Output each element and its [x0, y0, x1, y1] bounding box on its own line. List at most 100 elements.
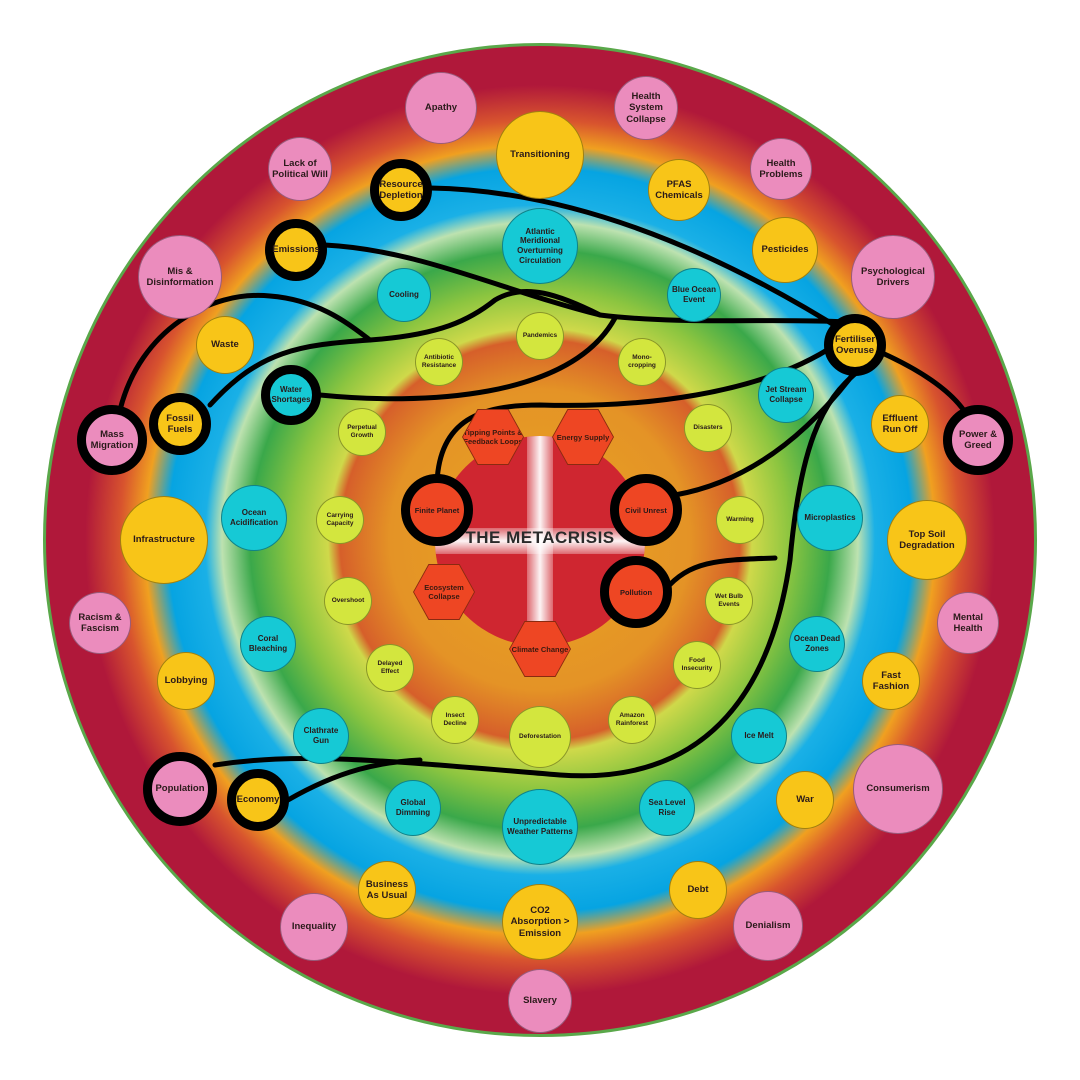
hex-label: Energy Supply — [556, 432, 610, 442]
node-label: Fossil Fuels — [166, 412, 194, 435]
node-population: Population — [143, 752, 217, 826]
node-mis-disinformation: Mis & Disinformation — [138, 235, 222, 319]
node-effluent-run-off: Effluent Run Off — [871, 395, 929, 453]
node-civil-unrest: Civil Unrest — [610, 474, 682, 546]
node-microplastics: Microplastics — [797, 485, 863, 551]
node-mental-health: Mental Health — [937, 592, 999, 654]
node-label: Wet Bulb Events — [714, 593, 744, 608]
node-lack-of-political-will: Lack of Political Will — [268, 137, 332, 201]
node-fertiliser-overuse: Fertiliser Overuse — [824, 314, 886, 376]
node-label: Apathy — [424, 102, 458, 114]
node-unpredictable-weather-patterns: Unpredictable Weather Patterns — [502, 789, 578, 865]
node-label: Psychological Drivers — [861, 265, 925, 288]
hex-tipping-points-feedback-loops: Tipping Points & Feedback Loops — [463, 410, 523, 464]
node-consumerism: Consumerism — [853, 744, 943, 834]
node-label: Ocean Dead Zones — [793, 634, 841, 653]
node-label: Disasters — [693, 424, 723, 432]
node-antibiotic-resistance: Antibiotic Resistance — [415, 338, 463, 386]
hex-climate-change: Climate Change — [510, 622, 570, 676]
node-label: Global Dimming — [395, 798, 431, 817]
node-label: Atlantic Meridional Overturning Circulat… — [517, 226, 563, 265]
node-ice-melt: Ice Melt — [731, 708, 787, 764]
node-deforestation: Deforestation — [509, 706, 571, 768]
node-label: Economy — [236, 794, 280, 806]
node-debt: Debt — [669, 861, 727, 919]
node-label: Cooling — [389, 290, 419, 300]
node-label: Top Soil Degradation — [899, 528, 955, 551]
node-label: Deforestation — [519, 733, 561, 741]
node-psychological-drivers: Psychological Drivers — [851, 235, 935, 319]
node-resource-depletion: Resource Depletion — [370, 159, 432, 221]
node-infrastructure: Infrastructure — [120, 496, 208, 584]
diagram-title: THE METACRISIS — [465, 528, 615, 547]
node-label: Perpetual Growth — [347, 424, 377, 439]
node-label: CO2 Absorption > Emission — [510, 904, 570, 939]
node-pfas-chemicals: PFAS Chemicals — [648, 159, 710, 221]
node-fossil-fuels: Fossil Fuels — [149, 393, 211, 455]
node-label: Amazon Rainforest — [615, 712, 649, 727]
node-label: Ice Melt — [744, 731, 774, 741]
node-lobbying: Lobbying — [157, 652, 215, 710]
node-label: Pandemics — [522, 332, 558, 340]
node-pandemics: Pandemics — [516, 312, 564, 360]
node-label: Waste — [211, 339, 239, 351]
node-amazon-rainforest: Amazon Rainforest — [608, 696, 656, 744]
node-power-greed: Power & Greed — [943, 405, 1013, 475]
node-denialism: Denialism — [733, 891, 803, 961]
node-label: Finite Planet — [414, 505, 460, 515]
node-co2-absorption-emission: CO2 Absorption > Emission — [502, 884, 578, 960]
node-label: Fast Fashion — [872, 669, 910, 692]
node-label: Blue Ocean Event — [671, 285, 716, 304]
node-label: Lack of Political Will — [272, 157, 328, 180]
node-coral-bleaching: Coral Bleaching — [240, 616, 296, 672]
node-label: Consumerism — [866, 783, 930, 795]
node-carrying-capacity: Carrying Capacity — [316, 496, 364, 544]
node-label: Mis & Disinformation — [146, 265, 214, 288]
node-jet-stream-collapse: Jet Stream Collapse — [758, 367, 814, 423]
hex-label: Ecosystem Collapse — [424, 583, 464, 601]
node-label: Unpredictable Weather Patterns — [507, 817, 573, 836]
node-label: Microplastics — [804, 513, 856, 523]
connection-line — [285, 757, 423, 803]
node-label: Water Shortages — [271, 385, 311, 404]
connection-line — [117, 292, 373, 413]
node-perpetual-growth: Perpetual Growth — [338, 408, 386, 456]
node-clathrate-gun: Clathrate Gun — [293, 708, 349, 764]
node-emissions: Emissions — [265, 219, 327, 281]
hex-label: Climate Change — [511, 644, 569, 654]
node-top-soil-degradation: Top Soil Degradation — [887, 500, 967, 580]
node-health-system-collapse: Health System Collapse — [614, 76, 678, 140]
hex-energy-supply: Energy Supply — [553, 410, 613, 464]
node-mass-migration: Mass Migration — [77, 405, 147, 475]
hex-label: Tipping Points & Feedback Loops — [463, 428, 523, 446]
node-label: Debt — [687, 884, 709, 896]
node-label: Resource Depletion — [379, 178, 423, 201]
node-apathy: Apathy — [405, 72, 477, 144]
node-label: Emissions — [272, 244, 320, 256]
node-label: Power & Greed — [958, 428, 997, 451]
node-racism-fascism: Racism & Fascism — [69, 592, 131, 654]
node-label: Sea Level Rise — [648, 798, 686, 817]
node-label: Slavery — [523, 995, 557, 1007]
node-label: Mental Health — [952, 611, 984, 634]
node-waste: Waste — [196, 316, 254, 374]
connection-line — [212, 367, 863, 779]
node-label: Fertiliser Overuse — [834, 333, 876, 356]
node-label: Lobbying — [164, 675, 208, 687]
node-label: Infrastructure — [133, 534, 195, 546]
node-label: Insect Decline — [443, 712, 467, 727]
node-label: Antibiotic Resistance — [421, 354, 457, 369]
node-label: Clathrate Gun — [303, 726, 339, 745]
node-label: Carrying Capacity — [326, 512, 354, 527]
node-delayed-effect: Delayed Effect — [366, 644, 414, 692]
node-health-problems: Health Problems — [750, 138, 812, 200]
connection-line — [207, 289, 603, 408]
node-economy: Economy — [227, 769, 289, 831]
node-label: Effluent Run Off — [882, 412, 918, 435]
node-label: Overshoot — [331, 597, 365, 605]
node-pollution: Pollution — [600, 556, 672, 628]
node-label: War — [796, 794, 814, 806]
node-wet-bulb-events: Wet Bulb Events — [705, 577, 753, 625]
node-label: Ocean Acidification — [229, 508, 278, 527]
